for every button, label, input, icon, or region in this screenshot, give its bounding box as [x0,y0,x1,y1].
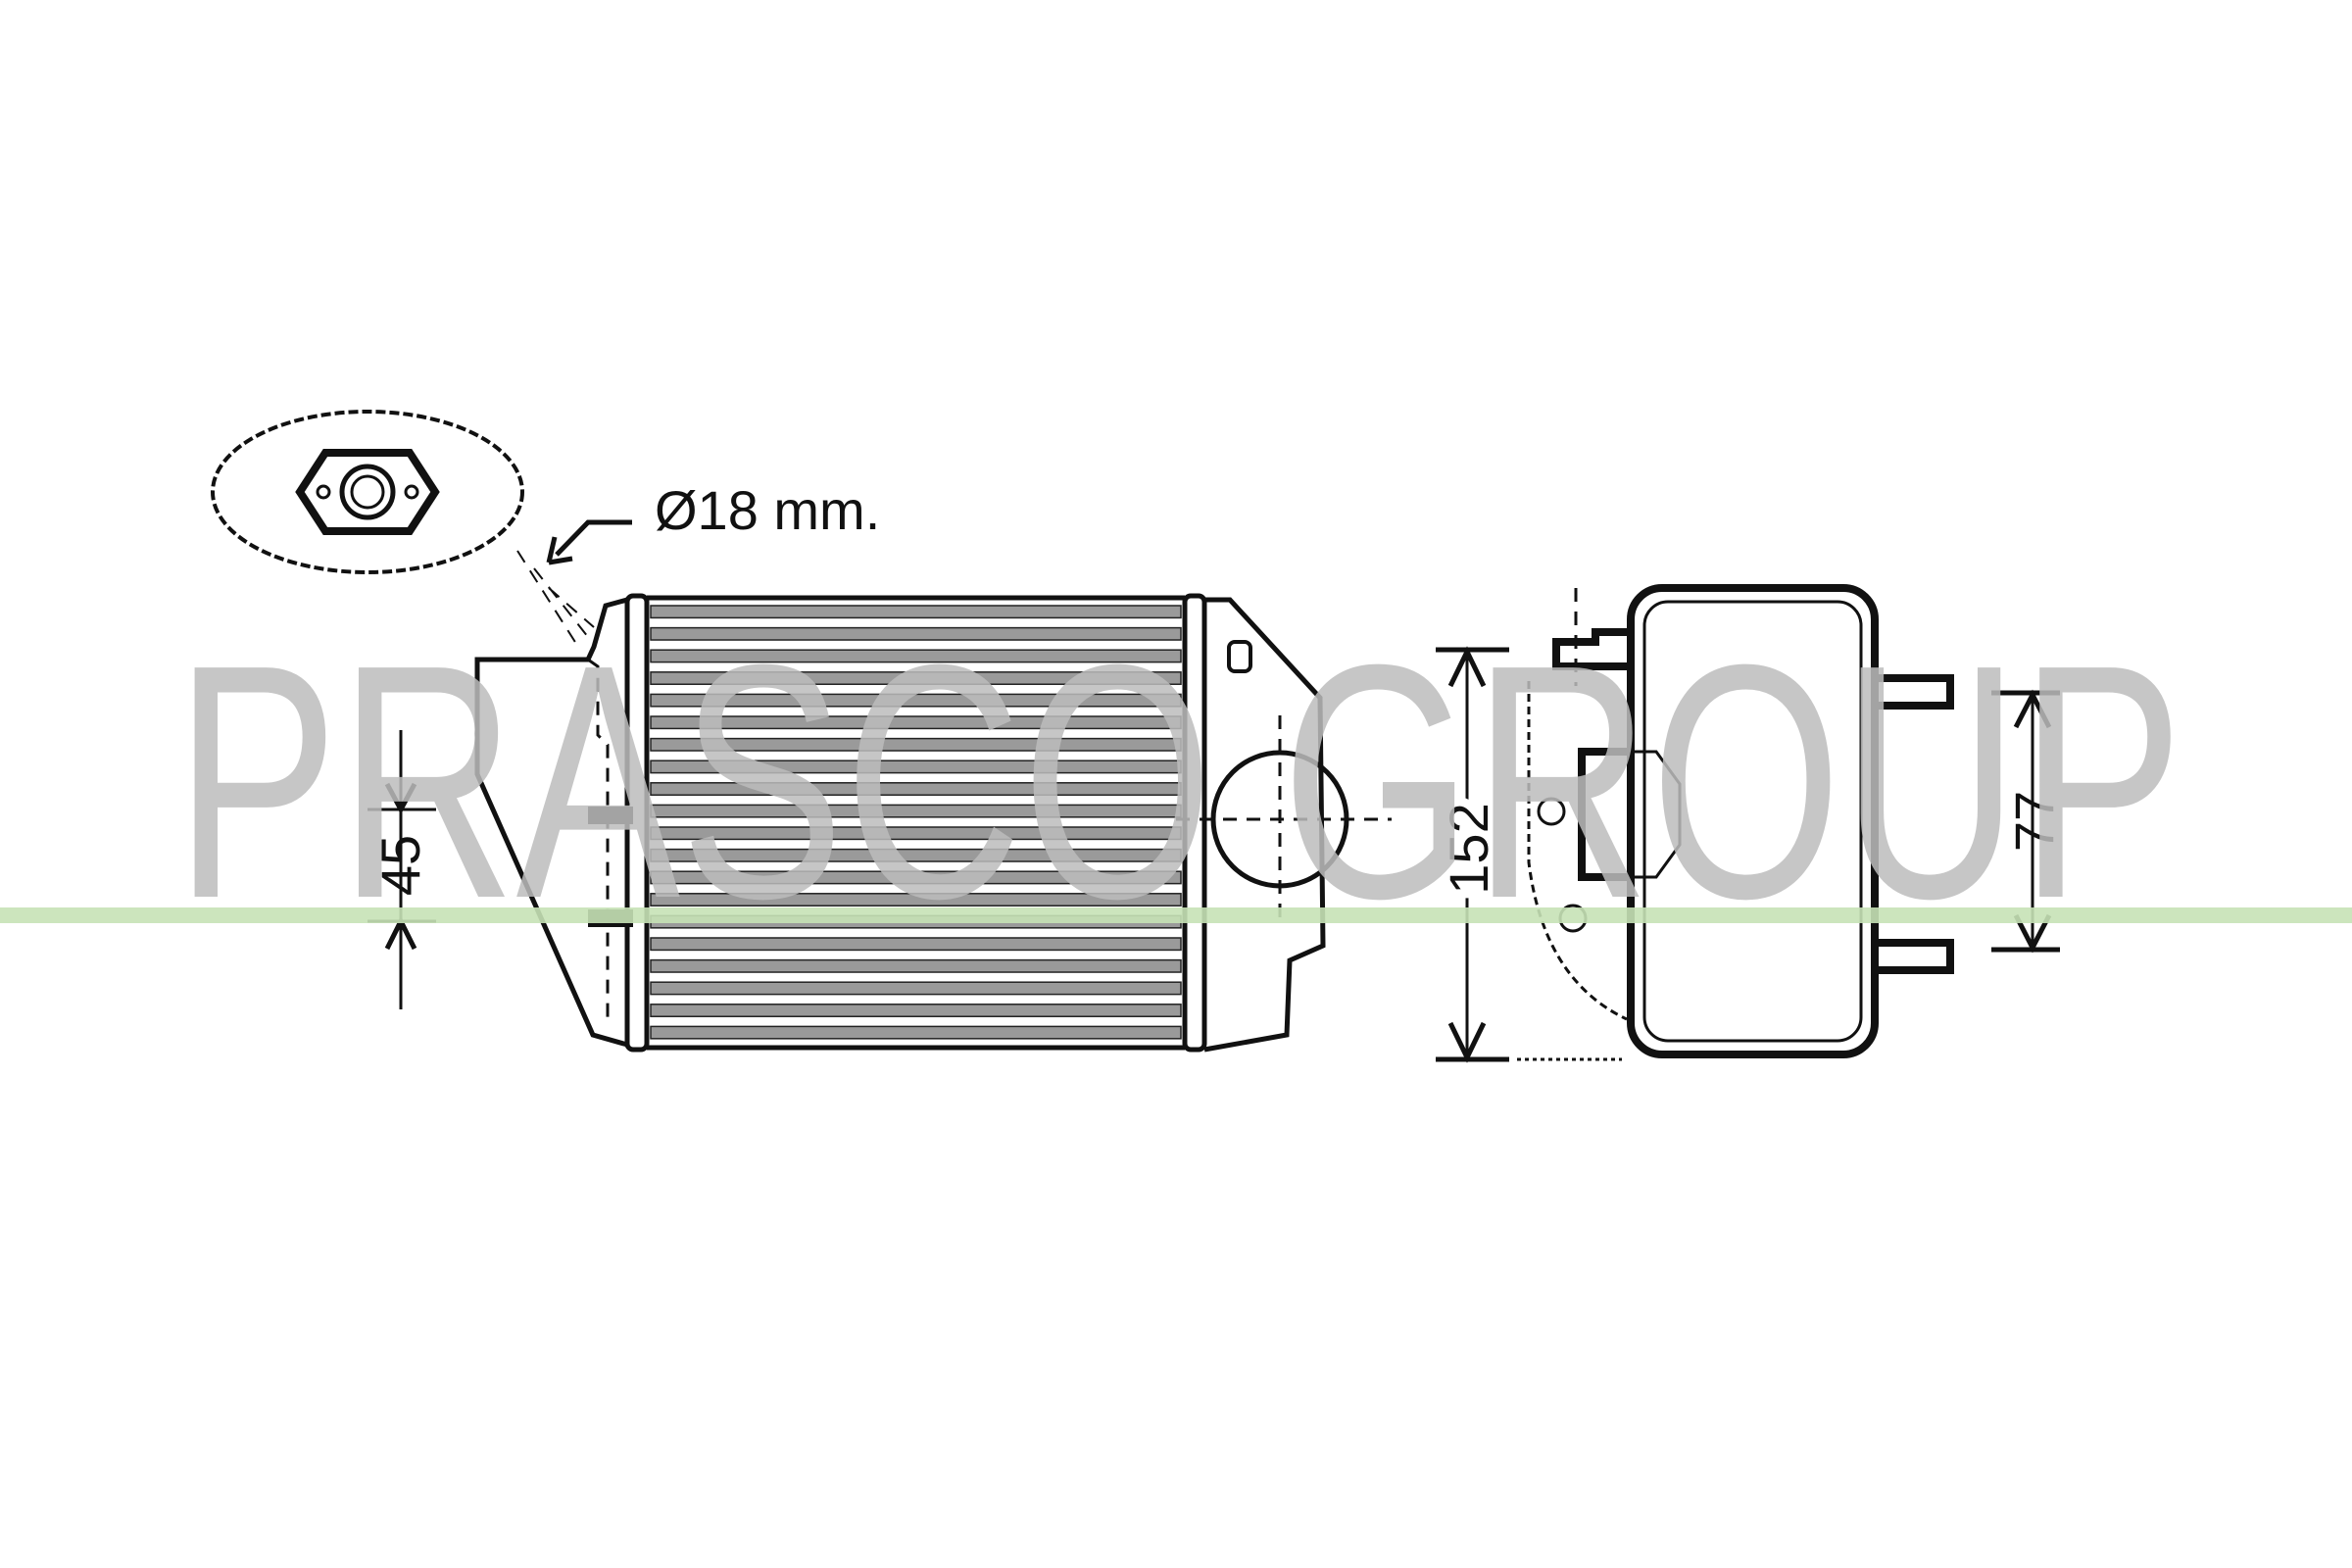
dimension-45-label: 45 [369,835,431,896]
flange-leader-arrow [516,519,632,648]
flange-diameter-label: Ø18 mm. [655,479,880,541]
watermark-line [0,907,2352,923]
mounting-stud [588,807,633,824]
svg-text:152: 152 [1438,803,1499,894]
intercooler-core [624,593,1207,1053]
side-view [1527,584,1954,1058]
core-fin-row [650,804,1182,818]
outlet-tank [1176,597,1392,1053]
core-fin-row [650,1025,1182,1040]
core-fin-row [650,715,1182,730]
core-fin-row [650,826,1182,841]
dimension-77-label: 77 [2003,791,2065,852]
core-fin-row [650,1004,1182,1017]
dimension-152 [1436,646,1622,1063]
dimension-77 [1991,689,2060,954]
core-fin-row [650,671,1182,685]
core-fin-row [650,958,1182,973]
core-fin-row [650,693,1182,708]
core-fin-row [650,605,1182,619]
core-fin-row [650,782,1182,796]
core-fin-row [650,893,1182,906]
core-fin-row [650,626,1182,641]
flange-detail [211,410,524,574]
watermark-logo: PRASCO GROUP [174,596,2183,968]
core-fin-row [650,737,1182,752]
core-fin-row [650,760,1182,774]
core-fin-row [650,981,1182,996]
core-fin-row [650,937,1182,952]
core-fin-row [650,649,1182,663]
core-fin-row [650,870,1182,885]
core-fin-row [650,848,1182,862]
dimension-152-label: 152 [1438,803,1499,894]
